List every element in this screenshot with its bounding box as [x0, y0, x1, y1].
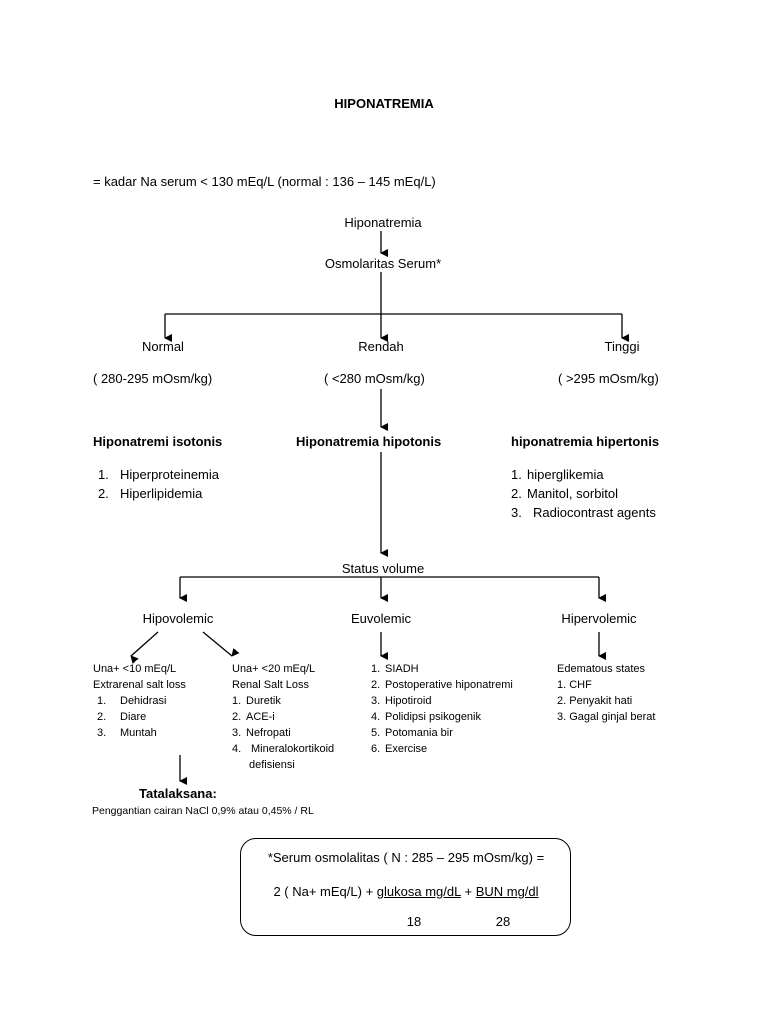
tatalaksana-text: Penggantian cairan NaCl 0,9% atau 0,45% …: [92, 805, 314, 817]
list-item: 3.Radiocontrast agents: [511, 505, 656, 520]
formula-bun: BUN mg/dl: [475, 884, 539, 899]
arrow-hipovolemic-left: [130, 631, 159, 664]
formula-prefix: 2 ( Na+ mEq/L) +: [273, 884, 377, 899]
extrarenal-list: 1.Dehidrasi 2.Diare 3.Muntah: [97, 693, 166, 741]
euvolemic-list: 1.SIADH 2.Postoperative hiponatremi 3.Hi…: [371, 661, 513, 757]
renal-heading: Renal Salt Loss: [232, 679, 310, 691]
node-status-volume: Status volume: [341, 561, 425, 576]
branch-rendah-label: Rendah: [358, 339, 404, 354]
list-item: 2.Postoperative hiponatremi: [371, 679, 513, 691]
branch-normal-range: ( 280-295 mOsm/kg): [93, 371, 213, 386]
list-item: 5.Potomania bir: [371, 727, 453, 739]
extrarenal-heading: Extrarenal salt loss: [93, 679, 186, 691]
list-item: 1.hiperglikemia: [511, 467, 604, 482]
volume-hipovolemic-label: Hipovolemic: [142, 611, 214, 626]
list-item: 2.ACE-i: [232, 711, 275, 723]
formula-denominator-18: 18: [406, 914, 422, 929]
branch-normal-label: Normal: [142, 339, 184, 354]
branch-tinggi-label: Tinggi: [604, 339, 640, 354]
type-hipotonis: Hiponatremia hipotonis: [296, 434, 442, 449]
list-item: 4.Polidipsi psikogenik: [371, 711, 481, 723]
hipertonis-list: 1.hiperglikemia 2.Manitol, sorbitol 3.Ra…: [511, 465, 656, 522]
list-item: 2.Manitol, sorbitol: [511, 486, 619, 501]
formula-box: [240, 838, 571, 936]
formula-plus: +: [460, 884, 476, 899]
formula-line2: 2 ( Na+ mEq/L) + glukosa mg/dL + BUN mg/…: [273, 884, 538, 899]
volume-euvolemic-label: Euvolemic: [351, 611, 411, 626]
list-item: defisiensi: [249, 759, 295, 771]
list-item: 1.SIADH: [371, 663, 419, 675]
una-extrarenal: Una+ <10 mEq/L: [93, 663, 177, 675]
list-item: 2.Diare: [97, 711, 147, 723]
isotonis-list: 1.Hiperproteinemia 2.Hiperlipidemia: [98, 465, 219, 503]
list-item: 2. Penyakit hati: [557, 695, 633, 707]
list-item: 6.Exercise: [371, 743, 428, 755]
list-item: 1.Dehidrasi: [97, 695, 167, 707]
formula-line1: *Serum osmolalitas ( N : 285 – 295 mOsm/…: [267, 850, 545, 865]
list-item: 3.Muntah: [97, 727, 157, 739]
renal-block: Una+ <20 mEq/L Renal Salt Loss: [232, 661, 315, 693]
page-title: HIPONATREMIA: [334, 96, 434, 111]
node-osmolaritas-serum: Osmolaritas Serum*: [324, 256, 442, 271]
una-renal: Una+ <20 mEq/L: [232, 663, 316, 675]
list-item: 1.Hiperproteinemia: [98, 467, 219, 482]
list-item: 2.Hiperlipidemia: [98, 486, 203, 501]
formula-denominator-28: 28: [495, 914, 511, 929]
volume-hipervolemic-label: Hipervolemic: [561, 611, 637, 626]
renal-list: 1.Duretik 2.ACE-i 3.Nefropati 4.Mineralo…: [232, 693, 334, 773]
tatalaksana-label: Tatalaksana:: [139, 786, 217, 801]
list-item: 1. CHF: [557, 679, 592, 691]
list-item: 3.Nefropati: [232, 727, 291, 739]
list-item: 1.Duretik: [232, 695, 281, 707]
edematous-heading: Edematous states: [557, 663, 646, 675]
type-isotonis: Hiponatremi isotonis: [93, 434, 223, 449]
branch-tinggi-range: ( >295 mOsm/kg): [558, 371, 659, 386]
definition-text: = kadar Na serum < 130 mEq/L (normal : 1…: [93, 174, 436, 189]
branch-rendah-range: ( <280 mOsm/kg): [324, 371, 425, 386]
list-item: 3. Gagal ginjal berat: [557, 711, 656, 723]
node-hiponatremia: Hiponatremia: [344, 215, 422, 230]
type-hipertonis: hiponatremia hipertonis: [511, 434, 660, 449]
extrarenal-block: Una+ <10 mEq/L Extrarenal salt loss: [93, 661, 186, 693]
list-item: 3.Hipotiroid: [371, 695, 432, 707]
list-item: 4.Mineralokortikoid: [232, 743, 335, 755]
formula-glukosa: glukosa mg/dL: [376, 884, 461, 899]
hipervolemic-block: Edematous states 1. CHF 2. Penyakit hati…: [557, 661, 655, 725]
arrow-hipovolemic-right: [202, 631, 240, 657]
